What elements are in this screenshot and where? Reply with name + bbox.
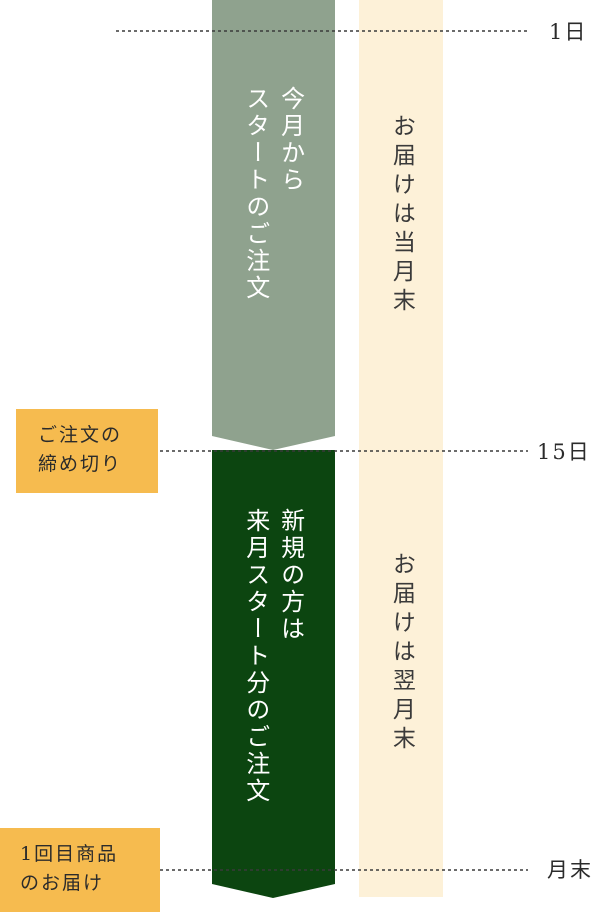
next-month-label: 新規の方は 来月スタート分のご注文 <box>238 508 308 805</box>
current-month-delivery: お届けは当月末 <box>388 114 415 317</box>
current-month-label: 今月から スタートのご注文 <box>238 86 308 302</box>
current-month-label-line2: スタートのご注文 <box>241 86 270 302</box>
current-month-label-line1: 今月から <box>276 86 305 194</box>
marker-month-end: 月末 <box>547 858 593 882</box>
marker-day1: 1日 <box>549 20 588 44</box>
deadline-tag-line1: ご注文の <box>38 424 123 446</box>
next-month-label-line1: 新規の方は <box>276 508 305 643</box>
next-month-delivery: お届けは翌月末 <box>388 552 415 755</box>
first-delivery-tag-line1: 1回目商品 <box>20 843 119 865</box>
marker-day15: 15日 <box>537 440 591 464</box>
next-month-label-line2: 来月スタート分のご注文 <box>241 508 270 805</box>
first-delivery-tag: 1回目商品 のお届け <box>0 828 160 912</box>
deadline-tag: ご注文の 締め切り <box>16 409 158 493</box>
next-month-band <box>212 450 335 898</box>
first-delivery-tag-line2: のお届け <box>20 872 105 894</box>
current-month-band <box>212 0 335 450</box>
delivery-column <box>359 0 443 897</box>
deadline-tag-line2: 締め切り <box>38 453 123 475</box>
